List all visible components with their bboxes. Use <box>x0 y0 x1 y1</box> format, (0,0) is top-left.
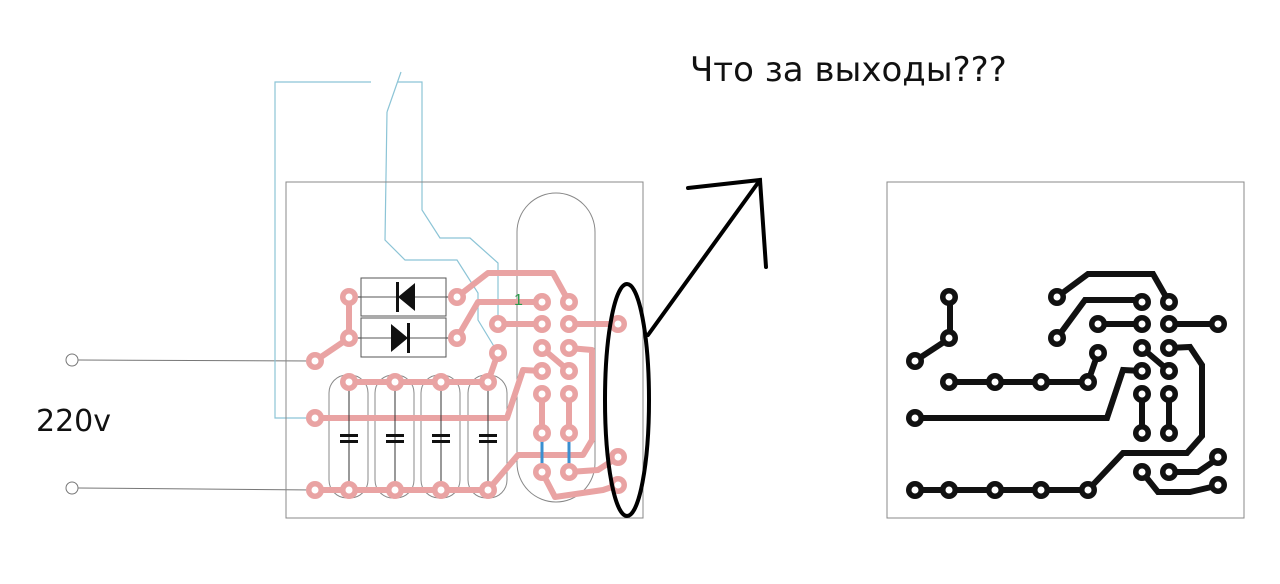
pad-hole <box>1084 486 1092 494</box>
pad-hole <box>453 334 461 342</box>
pad-hole <box>945 293 953 301</box>
pad-hole <box>1053 293 1061 301</box>
pad-hole <box>565 344 573 352</box>
pad-hole <box>538 468 546 476</box>
pad-hole <box>538 390 546 398</box>
arrow-icon <box>646 177 768 337</box>
pad-hole <box>311 486 319 494</box>
pad-hole <box>1138 367 1146 375</box>
pad-hole <box>911 486 919 494</box>
pad-hole <box>1214 481 1222 489</box>
diode-icon <box>398 283 415 311</box>
pad-hole <box>565 298 573 306</box>
pads-top <box>306 288 627 499</box>
pad-hole <box>945 486 953 494</box>
pad-hole <box>311 414 319 422</box>
pad-hole <box>565 320 573 328</box>
pad-hole <box>1165 468 1173 476</box>
pad-hole <box>1165 320 1173 328</box>
pad-hole <box>437 378 445 386</box>
pad-hole <box>345 378 353 386</box>
pad-hole <box>614 320 622 328</box>
pad-hole <box>345 334 353 342</box>
pad-hole <box>1165 367 1173 375</box>
question-annotation: Что за выходы??? <box>690 50 1007 90</box>
pin1-label: 1 <box>514 292 523 309</box>
pad-hole <box>1138 298 1146 306</box>
relay-outline <box>516 192 596 503</box>
pcb-bottom-view <box>886 181 1245 519</box>
pad-hole <box>345 486 353 494</box>
pad-hole <box>565 367 573 375</box>
pad-hole <box>437 486 445 494</box>
pad-hole <box>1094 320 1102 328</box>
pad-hole <box>391 486 399 494</box>
pad-hole <box>484 378 492 386</box>
pad-hole <box>1084 378 1092 386</box>
pad-hole <box>345 293 353 301</box>
pad-hole <box>945 378 953 386</box>
pads-bottom <box>906 288 1227 499</box>
pad-hole <box>538 320 546 328</box>
pad-hole <box>991 486 999 494</box>
pad-hole <box>484 486 492 494</box>
pad-hole <box>945 334 953 342</box>
pad-hole <box>1138 344 1146 352</box>
pad-hole <box>1037 378 1045 386</box>
pad-hole <box>565 429 573 437</box>
pad-hole <box>311 357 319 365</box>
pad-hole <box>538 344 546 352</box>
pad-hole <box>1094 349 1102 357</box>
pad-hole <box>494 349 502 357</box>
voltage-label: 220v <box>36 404 112 439</box>
pad-hole <box>1138 468 1146 476</box>
pad-hole <box>614 481 622 489</box>
pad-hole <box>1053 334 1061 342</box>
pcb-top-view: 1 <box>285 181 644 519</box>
pad-hole <box>565 468 573 476</box>
pad-hole <box>453 293 461 301</box>
pad-hole <box>1214 453 1222 461</box>
pad-hole <box>1165 429 1173 437</box>
pad-hole <box>1165 390 1173 398</box>
pad-hole <box>1037 486 1045 494</box>
capacitor-icons <box>340 434 497 443</box>
pad-hole <box>1214 320 1222 328</box>
diode-icon <box>391 324 408 352</box>
pad-hole <box>1165 344 1173 352</box>
pad-hole <box>538 298 546 306</box>
pad-hole <box>1138 320 1146 328</box>
pad-hole <box>391 378 399 386</box>
pad-hole <box>911 357 919 365</box>
pad-hole <box>538 367 546 375</box>
pad-hole <box>494 320 502 328</box>
pad-hole <box>1165 298 1173 306</box>
pad-hole <box>911 414 919 422</box>
pad-hole <box>991 378 999 386</box>
diodes <box>360 277 447 358</box>
pad-hole <box>614 453 622 461</box>
switch-wiring <box>274 71 499 419</box>
pad-hole <box>1138 390 1146 398</box>
pad-hole <box>1138 429 1146 437</box>
outputs-highlight-ellipse <box>603 282 651 518</box>
pad-hole <box>538 429 546 437</box>
pad-hole <box>565 390 573 398</box>
